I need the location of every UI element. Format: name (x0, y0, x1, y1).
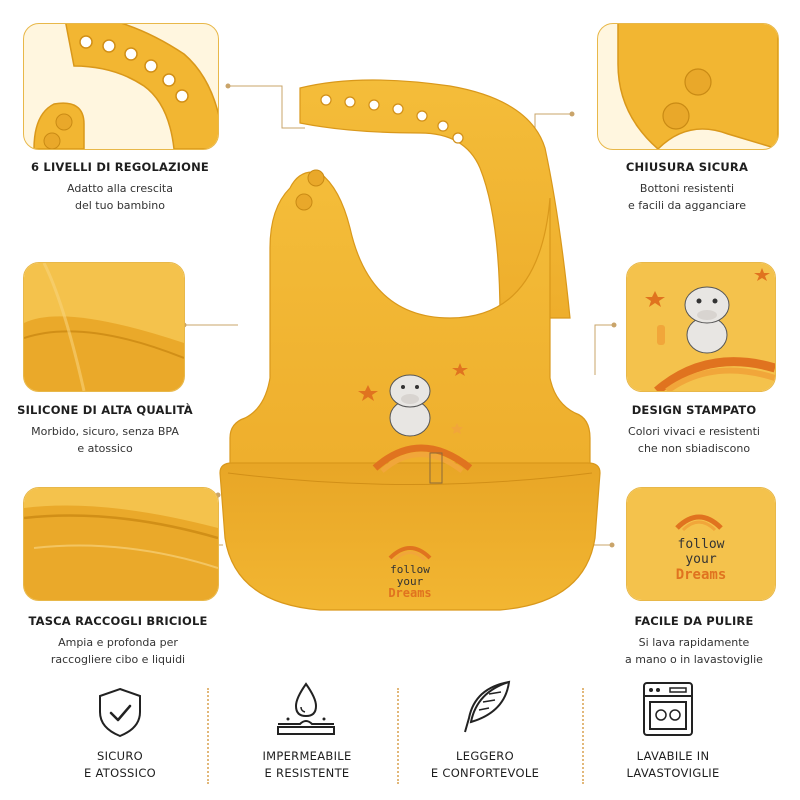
design-desc-line: che non sbiadiscono (637, 442, 751, 455)
badge-line: SICURO (97, 749, 143, 763)
separator (397, 688, 399, 784)
badge-safe-label: SICURO E ATOSSICO (60, 748, 180, 782)
adjust-desc-line: Adatto alla crescita (67, 182, 173, 195)
adjust-title: 6 LIVELLI DI REGOLAZIONE (31, 160, 209, 174)
silicone-title: SILICONE DI ALTA QUALITÀ (17, 403, 193, 417)
clean-title: FACILE DA PULIRE (634, 614, 754, 628)
shield-check-icon (99, 687, 141, 738)
design-panel (626, 262, 776, 392)
badge-waterproof-label: IMPERMEABILE E RESISTENTE (242, 748, 372, 782)
pocket-closeup-icon (24, 488, 218, 600)
adjust-desc-line: del tuo bambino (75, 199, 165, 212)
clean-description: Si lava rapidamente a mano o in lavastov… (596, 634, 792, 668)
silicone-panel (23, 262, 185, 392)
badge-line: LEGGERO (456, 749, 514, 763)
separator (207, 688, 209, 784)
hippo-print-closeup-icon (627, 263, 775, 391)
badge-line: LAVASTOVIGLIE (626, 766, 720, 780)
print-your: your (685, 552, 716, 567)
adjust-description: Adatto alla crescita del tuo bambino (20, 180, 220, 214)
silicone-desc-line: e atossico (77, 442, 133, 455)
pocket-print-closeup-icon: follow your Dreams (627, 488, 775, 600)
silicone-closeup-icon (24, 263, 184, 391)
strap-closeup-icon (33, 24, 218, 149)
svg-text:follow: follow (390, 563, 430, 576)
badge-line: E ATOSSICO (83, 766, 157, 780)
closure-desc-line: Bottoni resistenti (639, 182, 735, 195)
adjust-panel (23, 23, 219, 150)
badge-dishwasher-label: LAVABILE IN LAVASTOVIGLIE (608, 748, 738, 782)
clean-panel: follow your Dreams (626, 487, 776, 601)
design-desc-line: Colori vivaci e resistenti (628, 425, 760, 438)
pocket-desc-line: raccogliere cibo e liquidi (50, 653, 186, 666)
clean-desc-line: Si lava rapidamente (638, 636, 750, 649)
pocket-description: Ampia e profonda per raccogliere cibo e … (10, 634, 226, 668)
design-title: DESIGN STAMPATO (631, 403, 757, 417)
svg-text:Dreams: Dreams (388, 586, 431, 600)
badge-line: E CONFORTEVOLE (430, 766, 540, 780)
silicone-desc-line: Morbido, sicuro, senza BPA (31, 425, 179, 438)
bib-illustration: follow your Dreams (219, 79, 601, 611)
pocket-panel (23, 487, 219, 601)
svg-text:your: your (397, 575, 424, 588)
separator (582, 688, 584, 784)
water-drop-icon (277, 682, 335, 735)
badge-line: E RESISTENTE (264, 766, 350, 780)
design-description: Colori vivaci e resistenti che non sbiad… (596, 423, 792, 457)
closure-desc-line: e facili da agganciare (627, 199, 747, 212)
closure-panel (597, 23, 779, 150)
dishwasher-icon (643, 682, 693, 736)
silicone-description: Morbido, sicuro, senza BPA e atossico (10, 423, 200, 457)
closure-title: CHIUSURA SICURA (625, 160, 749, 174)
clean-desc-line: a mano o in lavastoviglie (625, 653, 763, 666)
badge-line: LAVABILE IN (636, 749, 710, 763)
closure-description: Bottoni resistenti e facili da agganciar… (590, 180, 784, 214)
pocket-title: TASCA RACCOGLI BRICIOLE (28, 614, 208, 628)
feather-icon (464, 680, 511, 733)
badge-line: IMPERMEABILE (262, 749, 352, 763)
buttons-closeup-icon (617, 24, 778, 149)
pocket-desc-line: Ampia e profonda per (58, 636, 178, 649)
badge-lightweight-label: LEGGERO E CONFORTEVOLE (420, 748, 550, 782)
print-dreams: Dreams (676, 567, 727, 583)
print-follow: follow (678, 537, 725, 552)
